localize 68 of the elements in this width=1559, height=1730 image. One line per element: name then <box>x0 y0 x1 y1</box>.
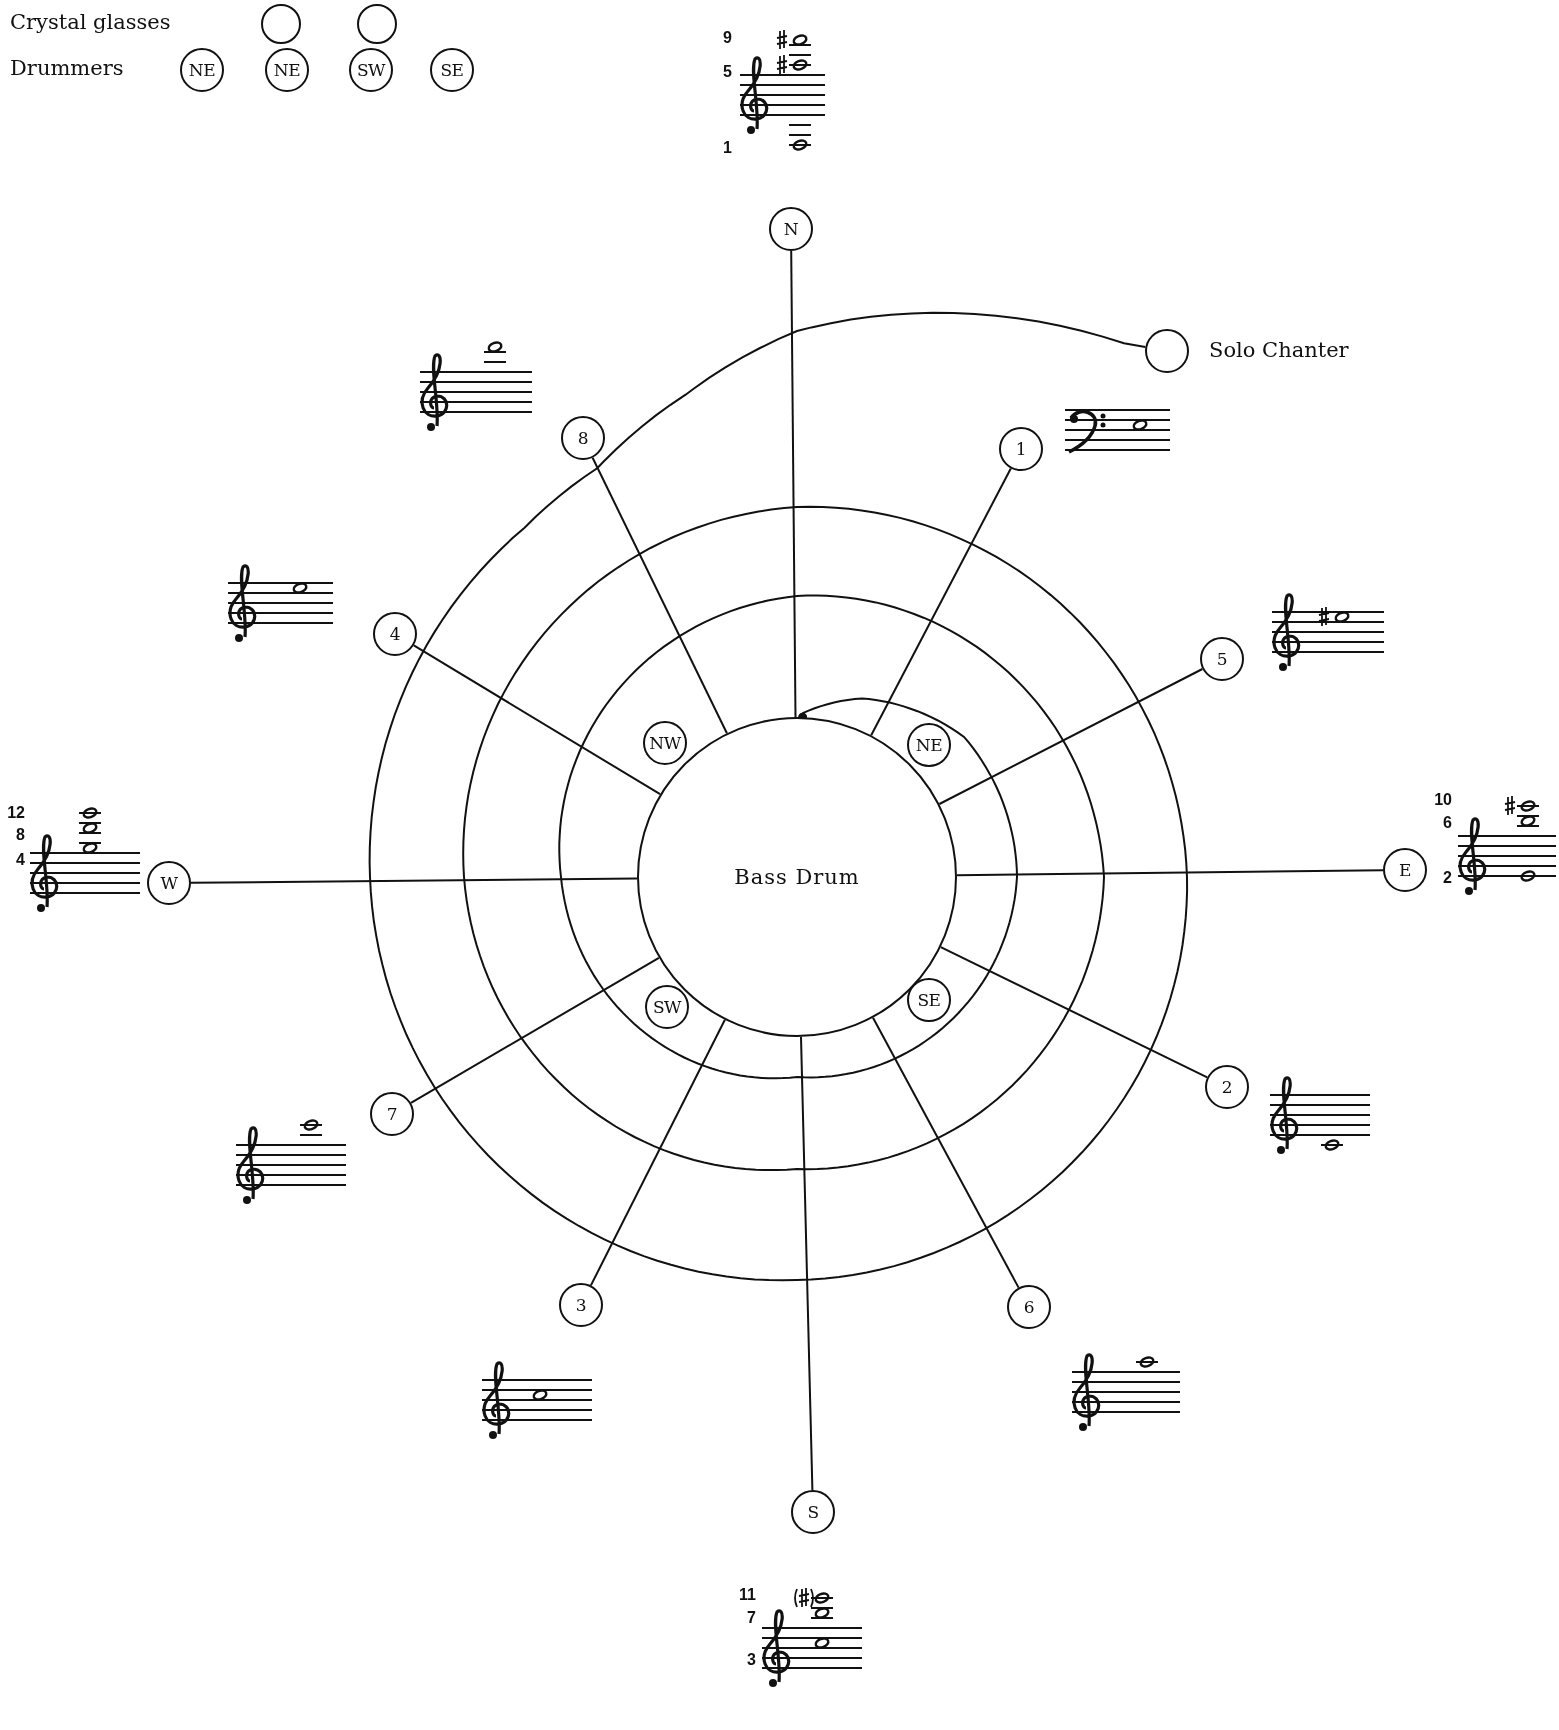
note-number: 5 <box>723 64 732 80</box>
connector-line <box>190 877 638 884</box>
node-label: 2 <box>1221 1078 1233 1096</box>
connector-line <box>938 668 1204 805</box>
position-circle <box>999 427 1043 471</box>
node-label: SE <box>917 991 941 1009</box>
legend-label: Drummers <box>10 58 124 79</box>
node-label: 8 <box>577 429 589 447</box>
position-circle <box>769 207 813 251</box>
node-label: E <box>1399 861 1411 879</box>
position-circle <box>147 861 191 905</box>
node-label: NE <box>188 61 216 79</box>
note-number: 4 <box>16 852 25 868</box>
position-circle <box>561 416 605 460</box>
connector-line <box>956 869 1384 877</box>
connector-line <box>410 956 660 1104</box>
connector-line <box>870 467 1012 737</box>
position-circle <box>261 4 301 44</box>
node-label: SW <box>356 61 386 79</box>
node-label: W <box>160 874 178 892</box>
legend-label: Crystal glasses <box>10 12 171 33</box>
node-label: S <box>807 1503 819 1521</box>
position-circle <box>1383 848 1427 892</box>
connector-line <box>591 456 728 735</box>
node-label: NE <box>915 736 943 754</box>
position-circle <box>791 1490 835 1534</box>
node-label: 3 <box>575 1296 587 1314</box>
connector-line <box>790 250 797 718</box>
position-circle <box>1205 1065 1249 1109</box>
note-number: 1 <box>723 140 732 156</box>
node-label: NE <box>273 61 301 79</box>
note-number: 9 <box>723 30 732 46</box>
node-label: 6 <box>1023 1298 1035 1316</box>
connector-line <box>412 644 662 796</box>
connector-line <box>939 946 1209 1079</box>
position-circle <box>430 48 474 92</box>
position-circle <box>180 48 224 92</box>
node-label: 4 <box>389 625 401 643</box>
note-number: 8 <box>16 827 25 843</box>
connector-line <box>872 1016 1020 1289</box>
position-circle <box>373 612 417 656</box>
node-label: N <box>783 220 799 238</box>
spiral-line <box>368 311 1189 1282</box>
position-circle <box>559 1283 603 1327</box>
position-circle <box>265 48 309 92</box>
node-label: SE <box>440 61 464 79</box>
node-caption: Solo Chanter <box>1209 340 1349 361</box>
note-number: 10 <box>1434 792 1452 808</box>
connector-line <box>800 1035 814 1491</box>
note-number: 6 <box>1443 815 1452 831</box>
node-label: SW <box>652 998 682 1016</box>
node-label: Bass Drum <box>734 866 860 888</box>
note-number: 3 <box>747 1652 756 1668</box>
note-number: 11 <box>739 1587 756 1603</box>
node-label: 1 <box>1015 440 1027 458</box>
position-circle <box>1145 329 1189 373</box>
node-label: 7 <box>386 1105 398 1123</box>
position-circle <box>1007 1285 1051 1329</box>
note-number: 7 <box>747 1610 756 1626</box>
position-circle <box>349 48 393 92</box>
position-circle <box>357 4 397 44</box>
node-label: NW <box>649 734 681 752</box>
connector-line <box>589 1018 726 1287</box>
position-circle <box>1200 637 1244 681</box>
note-number: 12 <box>7 805 25 821</box>
node-label: 5 <box>1216 650 1228 668</box>
note-number: 2 <box>1443 870 1452 886</box>
position-circle <box>370 1092 414 1136</box>
